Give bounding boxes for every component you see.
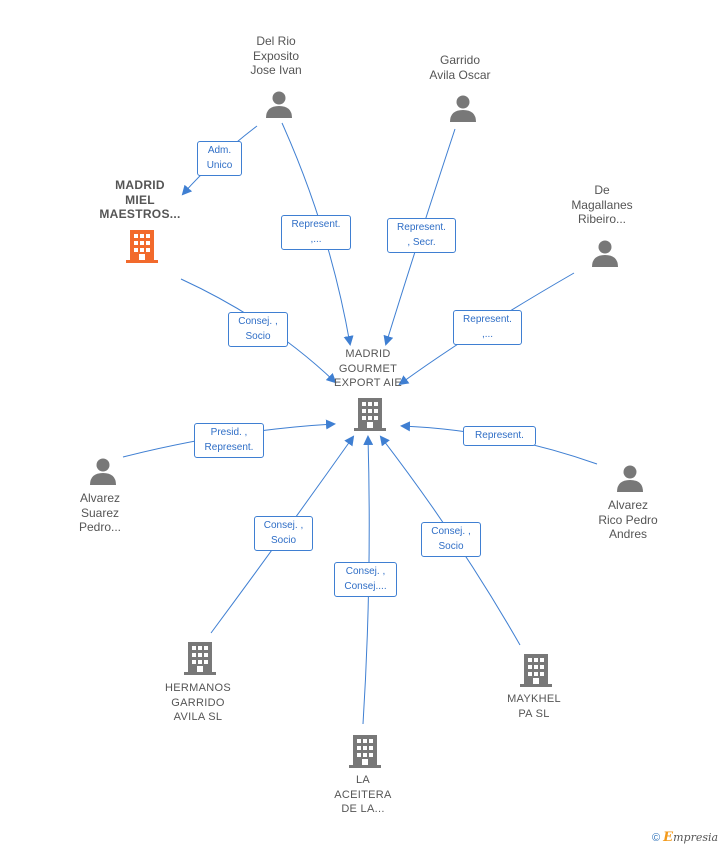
person-icon[interactable] [264,89,294,119]
node-label-madrid-miel: MADRID MIEL MAESTROS... [99,178,181,221]
node-label-maykhel: MAYKHEL PA SL [507,693,561,720]
building-icon[interactable] [126,229,158,263]
edge-label-miel-consej: Consej. , Socio [228,312,288,347]
person-icon[interactable] [448,93,478,123]
brand-logo[interactable]: Empresia [663,830,719,845]
person-icon[interactable] [615,463,645,493]
edge-label-garrido-represent: Represent. , Secr. [387,218,456,253]
edge-label-adm-unico: Adm. Unico [197,141,242,176]
node-label-hermanos-garrido: HERMANOS GARRIDO AVILA SL [165,682,231,723]
building-icon[interactable] [520,653,552,687]
node-label-alvarez-rico: Alvarez Rico Pedro Andres [598,498,658,541]
building-icon[interactable] [349,734,381,768]
copyright-icon: © [652,832,661,844]
person-icon[interactable] [590,238,620,268]
node-label-alvarez-suarez: Alvarez Suarez Pedro... [78,491,122,534]
building-icon[interactable] [184,641,216,675]
edge-label-maykhel-consej: Consej. , Socio [421,522,481,557]
node-label-center: MADRID GOURMET EXPORT AIE [333,348,402,389]
building-icon[interactable] [354,397,386,431]
node-label-de-magallanes: De Magallanes Ribeiro... [571,183,633,226]
edge-label-magallanes-represent: Represent. ,... [453,310,522,345]
copyright-notice: © Empresia [652,830,718,845]
node-label-la-aceitera: LA ACEITERA DE LA... [334,774,392,815]
person-icon[interactable] [88,456,118,486]
node-label-garrido-avila: Garrido Avila Oscar [429,53,491,82]
edge-label-aceitera-consej: Consej. , Consej.... [334,562,397,597]
edge-label-rico-represent: Represent. [463,426,536,446]
node-label-del-rio: Del Rio Exposito Jose Ivan [250,34,302,77]
edge-label-hermanos-consej: Consej. , Socio [254,516,313,551]
edge-label-delrio-represent: Represent. ,... [281,215,351,250]
edge-label-suarez-presid: Presid. , Represent. [194,423,264,458]
